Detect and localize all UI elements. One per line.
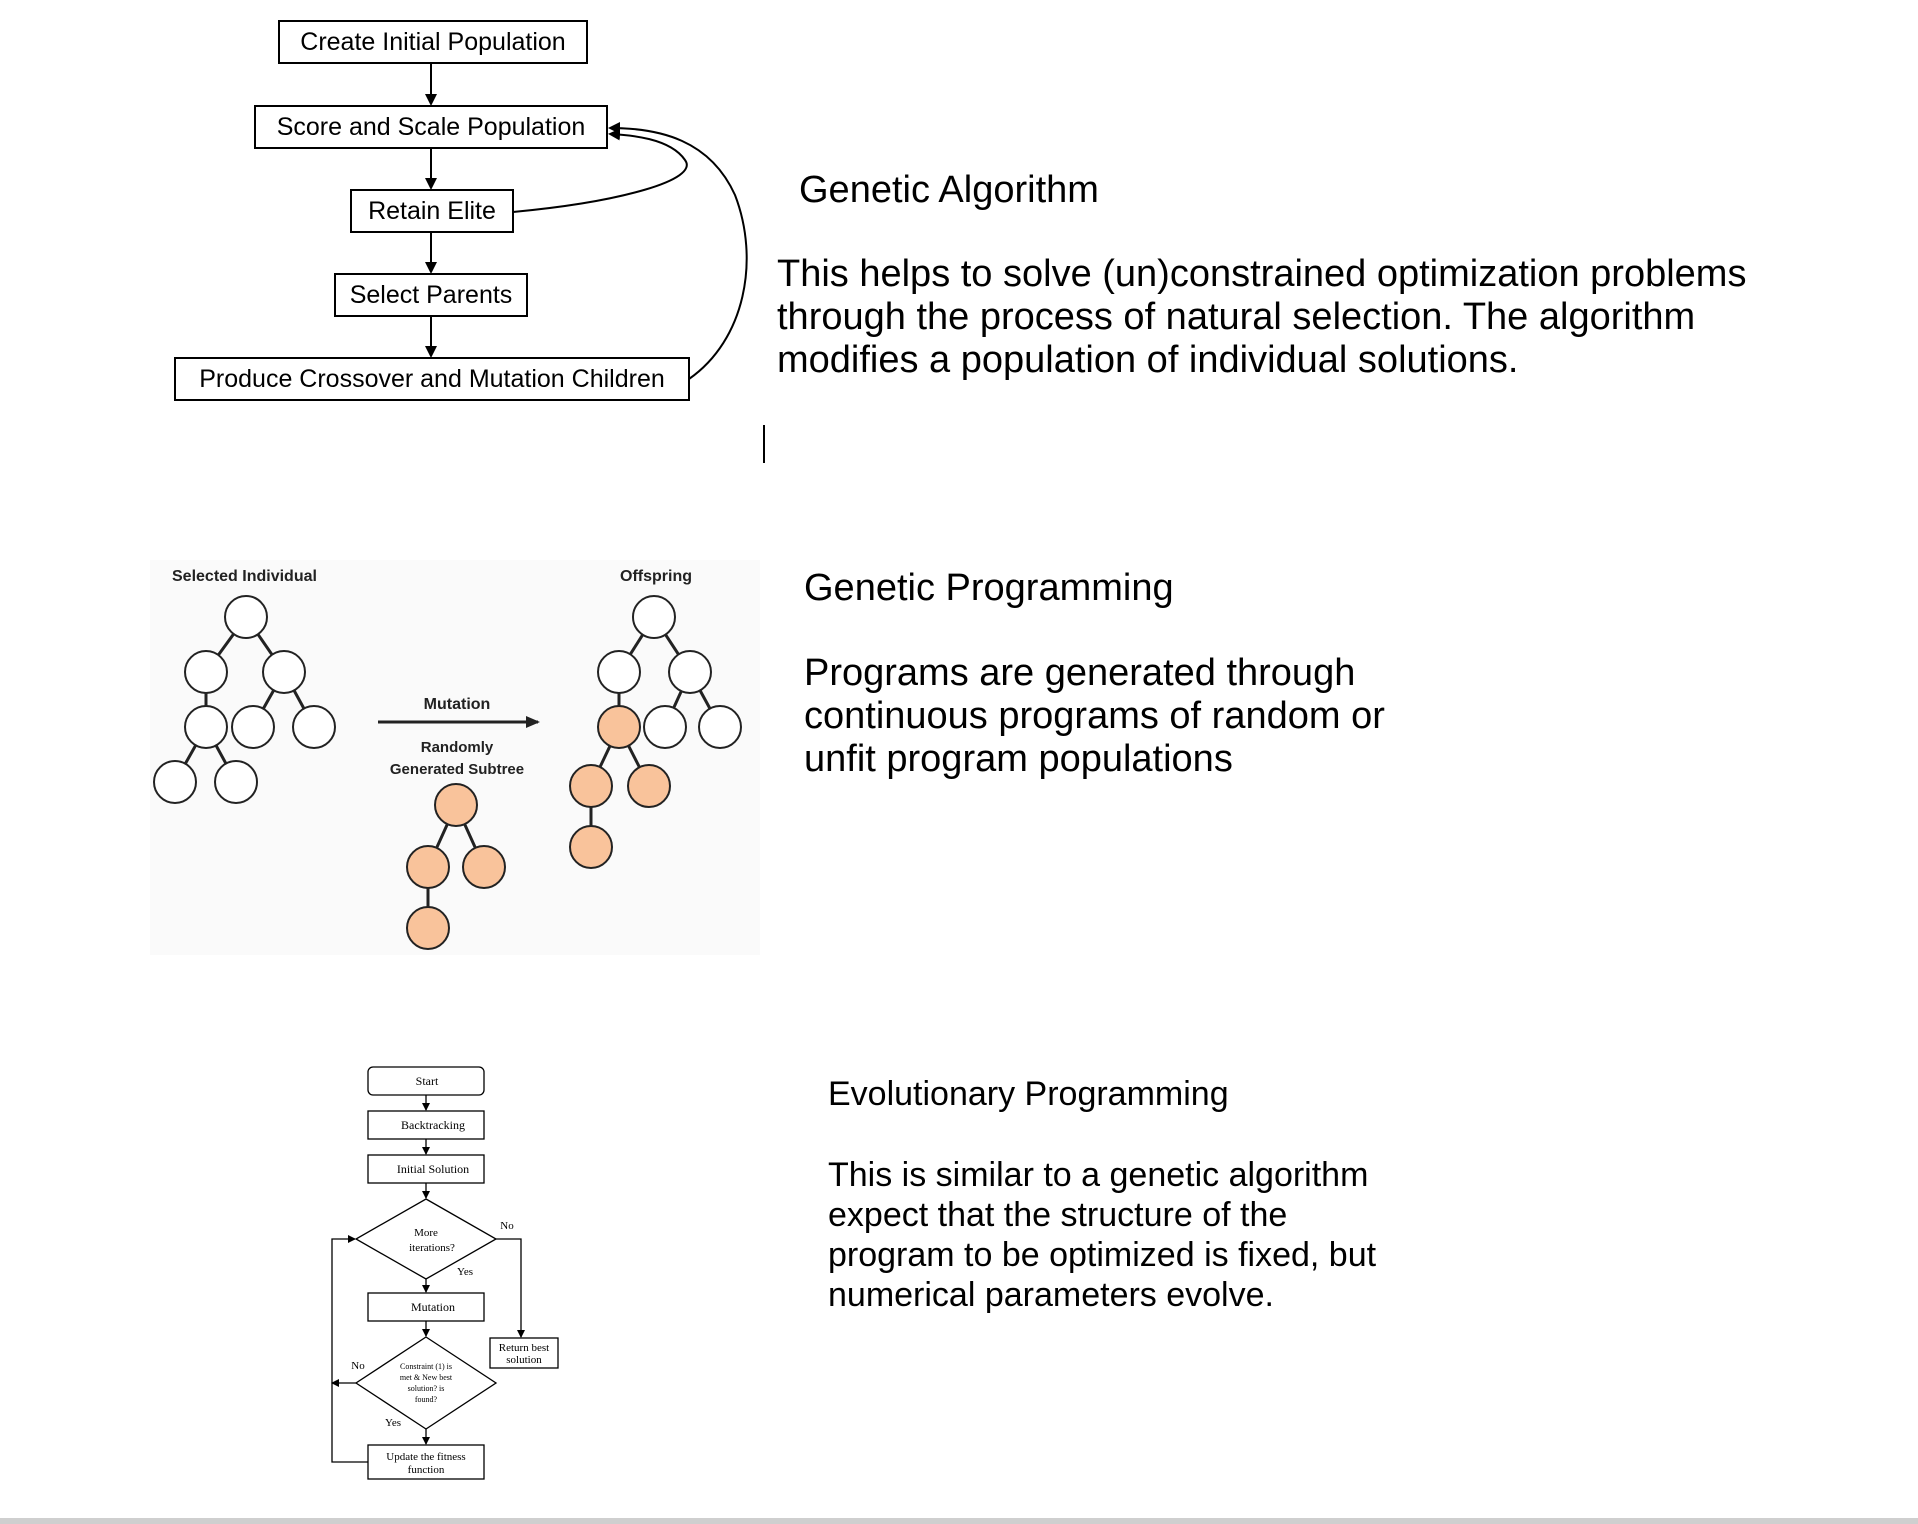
tree-node (632, 595, 676, 639)
ga-step-score-box (254, 105, 608, 149)
ga-description: This helps to solve (un)constrained opti… (777, 253, 1747, 381)
ep-constraint-1: Constraint (1) is (400, 1362, 452, 1371)
tree-node (569, 764, 613, 808)
tree-node (406, 906, 450, 950)
tree-node (698, 705, 742, 749)
gp-description: Programs are generated through continuou… (804, 652, 1385, 780)
ep-description: This is similar to a genetic algorithm e… (828, 1156, 1377, 1314)
ep-constraint-3: solution? is (408, 1384, 445, 1393)
tree-node (569, 825, 613, 869)
gp-subtree-label-2: Generated Subtree (390, 761, 524, 778)
gp-selected-tree (153, 595, 336, 804)
tree-node (406, 845, 450, 889)
ep-update-2: function (408, 1464, 445, 1476)
tree-node (184, 705, 228, 749)
gp-arrow-label: Mutation (424, 696, 491, 713)
ga-step-parents: Select Parents (350, 281, 513, 309)
tree-node (434, 783, 478, 827)
ep-constraint-4: found? (415, 1395, 438, 1404)
ep-flowchart: Start Backtracking Initial Solution More… (331, 1066, 559, 1480)
ga-step-produce: Produce Crossover and Mutation Children (199, 365, 665, 393)
gp-mutation-figure: Selected Individual Offspring Mutation R… (150, 560, 760, 955)
ep-update-box (367, 1444, 485, 1480)
ep-constraint-2: met & New best (400, 1373, 453, 1382)
ep-more-iterations-1: More (414, 1227, 438, 1239)
tree-node (627, 764, 671, 808)
ep-more-iterations-diamond (354, 1198, 498, 1280)
ep-more-iterations-2: iterations? (409, 1242, 455, 1254)
ga-step-create-box (278, 20, 588, 64)
tree-node (214, 760, 258, 804)
ep-return-box (489, 1337, 559, 1369)
ga-step-parents-box (334, 273, 528, 317)
ga-flowchart: Create Initial Population Score and Scal… (174, 20, 748, 401)
gp-selected-label: Selected Individual (172, 568, 317, 585)
ga-step-produce-box (174, 357, 690, 401)
tree-node (153, 760, 197, 804)
ep-yes-label-1: Yes (457, 1266, 473, 1278)
tree-node (668, 650, 712, 694)
ep-mutation-box (367, 1292, 485, 1322)
tree-node (262, 650, 306, 694)
gp-offspring-label: Offspring (620, 568, 692, 585)
tree-node (224, 595, 268, 639)
ep-backtracking: Backtracking (401, 1118, 465, 1132)
ep-yes-label-2: Yes (385, 1417, 401, 1429)
ep-constraint-diamond (354, 1336, 498, 1430)
ep-no-label-1: No (500, 1220, 514, 1232)
tree-node (292, 705, 336, 749)
gp-offspring-tree (569, 595, 742, 869)
ep-mutation: Mutation (411, 1300, 455, 1314)
ep-return-1: Return best (499, 1342, 549, 1354)
bottom-divider (0, 1518, 1918, 1524)
ga-step-create: Create Initial Population (300, 28, 565, 56)
ga-step-score: Score and Scale Population (277, 113, 586, 141)
ep-initial-box (367, 1154, 485, 1184)
ep-initial-solution: Initial Solution (397, 1162, 469, 1176)
text-cursor (763, 425, 765, 463)
gp-heading: Genetic Programming (804, 567, 1174, 609)
tree-node (184, 650, 228, 694)
ep-update-1: Update the fitness (386, 1451, 465, 1463)
gp-random-subtree (406, 783, 506, 950)
tree-node (643, 705, 687, 749)
tree-node (597, 705, 641, 749)
tree-node (231, 705, 275, 749)
gp-subtree-label-1: Randomly (421, 739, 494, 756)
ep-start: Start (416, 1074, 439, 1088)
ga-step-elite: Retain Elite (368, 197, 496, 225)
ep-no-label-2: No (351, 1360, 365, 1372)
tree-node (597, 650, 641, 694)
ep-backtracking-box (367, 1110, 485, 1140)
tree-node (462, 845, 506, 889)
ga-heading: Genetic Algorithm (799, 169, 1099, 211)
ep-return-2: solution (506, 1354, 542, 1366)
ep-heading: Evolutionary Programming (828, 1075, 1229, 1113)
